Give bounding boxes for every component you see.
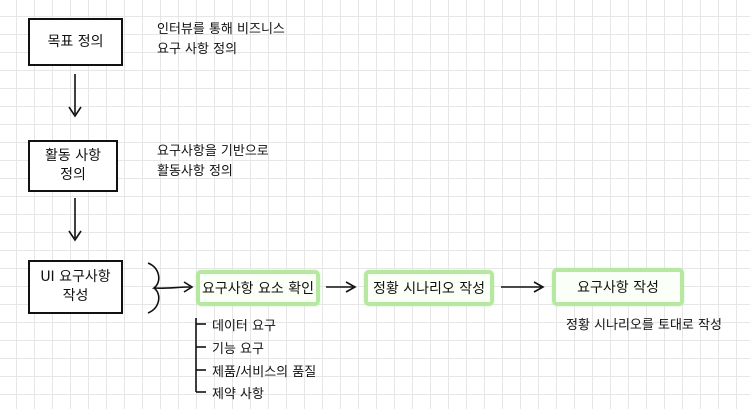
flow-box-requirements-writing-label: 요구사항 작성	[577, 280, 659, 296]
activity-definition-label: 활동 사항 정의	[45, 148, 101, 183]
split-arrow-head	[183, 281, 194, 293]
down-arrow-2-head	[68, 230, 82, 242]
split-curve-upper	[147, 262, 191, 290]
split-curve-lower	[147, 287, 160, 314]
element-item-data: 데이터 요구	[212, 319, 276, 334]
element-item-constraints: 제약 사항	[212, 387, 264, 402]
activity-definition-box: 활동 사항 정의	[28, 140, 118, 192]
right-arrow-2-head	[533, 281, 545, 293]
note-activity-basis: 요구사항을 기반으로 활동사항 정의	[157, 144, 269, 180]
note-based-on-scenario: 정황 시나리오를 토대로 작성	[566, 318, 722, 333]
flow-box-context-scenario-label: 정황 시나리오 작성	[373, 281, 485, 297]
ui-requirements-label: UI 요구사항 작성	[40, 269, 111, 304]
element-item-quality: 제품/서비스의 품질	[212, 365, 317, 380]
note-business-requirements: 인터뷰를 통해 비즈니스 요구 사항 정의	[157, 22, 285, 58]
flow-box-requirement-elements-label: 요구사항 요소 확인	[202, 281, 314, 297]
ui-requirements-box: UI 요구사항 작성	[28, 260, 123, 314]
down-arrow-1-head	[68, 106, 82, 118]
flow-box-requirements-writing: 요구사항 작성	[552, 268, 684, 306]
goal-definition-box: 목표 정의	[28, 18, 123, 66]
right-arrow-1-head	[345, 281, 357, 293]
goal-definition-label: 목표 정의	[47, 33, 104, 50]
element-item-function: 기능 요구	[212, 342, 264, 357]
flow-box-context-scenario: 정황 시나리오 작성	[364, 270, 494, 306]
flow-box-requirement-elements: 요구사항 요소 확인	[196, 270, 320, 306]
